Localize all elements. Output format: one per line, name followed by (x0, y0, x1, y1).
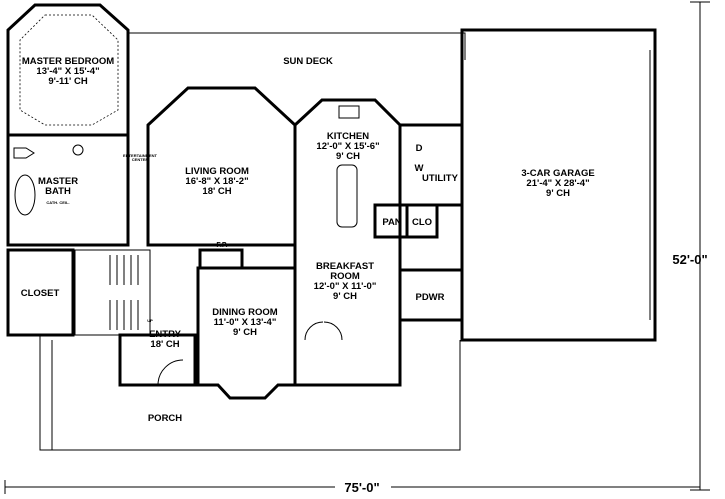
svg-text:MASTER BEDROOM: MASTER BEDROOM (22, 56, 114, 67)
powder-room-label: PDWR (415, 292, 444, 303)
dining-room-label: DINING ROOM 11'-0" X 13'-4" 9' CH (212, 307, 278, 338)
svg-text:BATH: BATH (45, 186, 71, 197)
svg-text:9' CH: 9' CH (546, 188, 570, 199)
svg-text:9' CH: 9' CH (336, 151, 360, 162)
utility-label: UTILITY (422, 173, 459, 184)
svg-text:12'-0" X 15'-6": 12'-0" X 15'-6" (316, 141, 379, 152)
tray-ceiling-outline (19, 14, 119, 126)
sun-deck-label: SUN DECK (283, 56, 333, 67)
svg-text:ENTRY: ENTRY (149, 329, 182, 340)
toilet-icon (13, 147, 35, 159)
depth-dimension-label: 52'-0" (672, 252, 707, 267)
entry-label: ENTRY 18' CH UP (147, 318, 181, 350)
bathtub-icon (14, 174, 36, 216)
svg-text:12'-0" X 11'-0": 12'-0" X 11'-0" (314, 281, 377, 292)
fireplace (198, 248, 244, 270)
svg-text:ROOM: ROOM (330, 271, 360, 282)
breakfast-room-label: BREAKFAST ROOM 12'-0" X 11'-0" 9' CH (314, 261, 377, 302)
front-door[interactable] (157, 359, 184, 386)
svg-text:LIVING ROOM: LIVING ROOM (185, 166, 249, 177)
patio-doors[interactable] (304, 321, 343, 341)
sink-icon (72, 144, 84, 156)
pantry-label: PAN (382, 217, 401, 228)
master-bedroom-label: MASTER BEDROOM 13'-4" X 15'-4" 9'-11' CH (22, 56, 114, 87)
svg-text:UP: UP (147, 318, 153, 323)
stairs (74, 249, 151, 336)
kitchen-sink-icon (338, 105, 360, 119)
svg-text:18' CH: 18' CH (150, 339, 179, 350)
svg-text:CATH. CEIL.: CATH. CEIL. (46, 200, 69, 205)
svg-text:9' CH: 9' CH (333, 291, 357, 302)
svg-text:9'-11' CH: 9'-11' CH (48, 76, 88, 87)
closet-small-label: CLO (412, 217, 432, 228)
stair-treads (109, 255, 139, 330)
svg-text:KITCHEN: KITCHEN (327, 131, 369, 142)
porch-outline (39, 335, 461, 451)
svg-text:MASTER: MASTER (38, 176, 78, 187)
svg-text:18' CH: 18' CH (202, 186, 231, 197)
svg-text:CENTER: CENTER (132, 157, 149, 162)
master-bath-wall (6, 133, 130, 247)
closet-label: CLOSET (21, 288, 60, 299)
garage-wall (460, 28, 657, 342)
sun-deck-outline (128, 32, 466, 60)
svg-text:3-CAR GARAGE: 3-CAR GARAGE (521, 168, 594, 179)
utility-wall (398, 123, 464, 207)
width-dimension-label: 75'-0" (344, 480, 379, 495)
svg-text:21'-4" X 28'-4": 21'-4" X 28'-4" (526, 178, 589, 189)
master-bath-label: MASTER BATH CATH. CEIL. (38, 176, 78, 205)
svg-text:11'-0" X 13'-4": 11'-0" X 13'-4" (214, 317, 277, 328)
svg-text:ENTERTAINMENT: ENTERTAINMENT (123, 153, 157, 158)
svg-text:13'-4" X 15'-4": 13'-4" X 15'-4" (36, 66, 99, 77)
svg-text:DINING ROOM: DINING ROOM (212, 307, 278, 318)
svg-text:BREAKFAST: BREAKFAST (316, 261, 374, 272)
washer-label: W (415, 163, 424, 174)
dryer-label: D (416, 143, 423, 154)
living-room-label: LIVING ROOM 16'-8" X 18'-2" 18' CH (185, 166, 249, 197)
entertainment-center-label: ENTERTAINMENT CENTER (123, 153, 157, 162)
porch-label: PORCH (148, 413, 182, 424)
fireplace-label: F.P. (216, 242, 227, 249)
kitchen-island (336, 164, 358, 228)
svg-text:9' CH: 9' CH (233, 327, 257, 338)
svg-text:16'-8" X 18'-2": 16'-8" X 18'-2" (185, 176, 248, 187)
garage-label: 3-CAR GARAGE 21'-4" X 28'-4" 9' CH (521, 168, 594, 199)
kitchen-label: KITCHEN 12'-0" X 15'-6" 9' CH (316, 131, 379, 162)
